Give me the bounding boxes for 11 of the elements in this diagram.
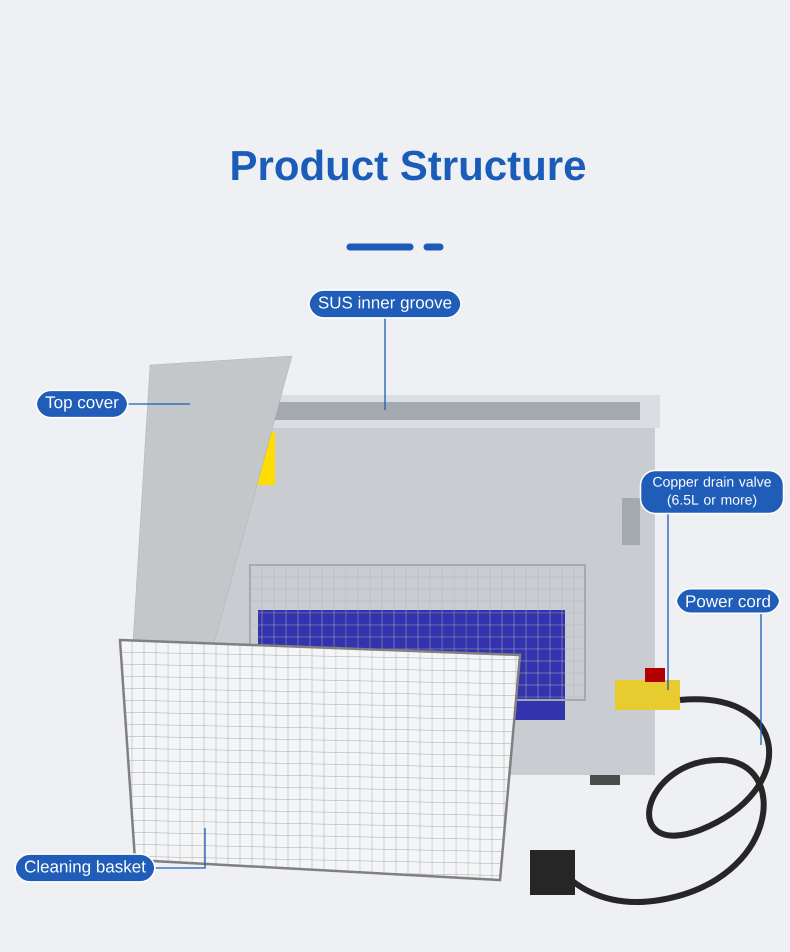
callout-label: Copper drain valve (6.5L or more) [640,470,784,514]
callout-label: Cleaning basket [14,853,156,883]
leader-line [667,514,669,690]
title: Product Structure [232,150,586,180]
callout-label: SUS inner groove [308,289,462,319]
callout-label: Power cord [675,588,781,614]
callout-label: Top cover [35,390,129,418]
leader-line [760,614,762,745]
leader-line [384,318,386,410]
leader-line [156,828,206,869]
leader-line [128,403,190,405]
